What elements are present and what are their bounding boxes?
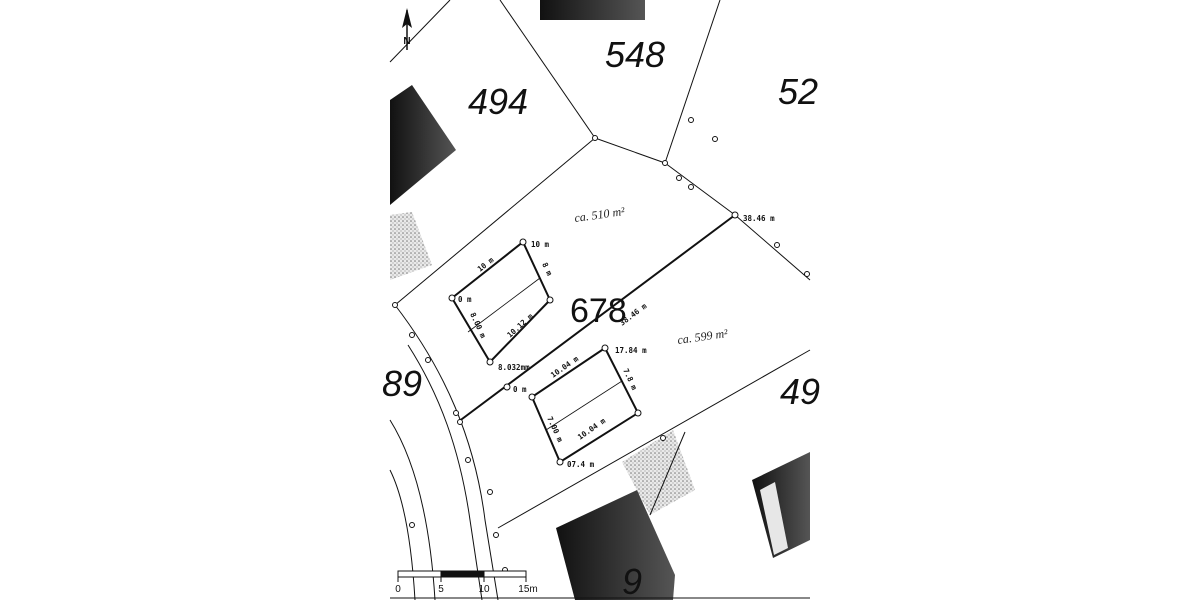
- area-lower: ca. 599 m²: [676, 326, 728, 347]
- dim-corner-top: 38.46 m: [743, 214, 775, 223]
- marker: [486, 358, 494, 366]
- parcel-number-89: 89: [382, 363, 422, 404]
- parcel-number-678: 678: [570, 292, 627, 330]
- parcel-number-494: 494: [468, 81, 528, 122]
- map-canvas: N 548 494 52 678 89 49 9 ca. 510 m² ca. …: [382, 0, 820, 600]
- dim-b1-right-side: 8 m: [540, 261, 554, 278]
- marker: [662, 160, 668, 166]
- marker: [592, 135, 598, 141]
- marker: [601, 344, 609, 352]
- cadastral-map[interactable]: N 548 494 52 678 89 49 9 ca. 510 m² ca. …: [382, 0, 820, 600]
- building-left-hatched: [390, 212, 432, 280]
- marker: [676, 175, 682, 181]
- marker: [453, 410, 459, 416]
- parcel-number-548: 548: [605, 34, 665, 75]
- marker: [503, 383, 511, 391]
- dim-b2-corner-top: 17.84 m: [615, 346, 647, 355]
- scale-label-10: 10: [478, 584, 490, 595]
- marker: [487, 489, 493, 495]
- scale-label-15: 15m: [518, 584, 537, 595]
- dim-b2-left: 0 m: [513, 385, 527, 394]
- marker: [425, 357, 431, 363]
- building-right: [752, 452, 810, 558]
- marker: [731, 211, 739, 219]
- dim-b1-bottom: 10.12 m: [505, 311, 535, 339]
- parcel-number-9: 9: [622, 561, 642, 600]
- buildings: [390, 0, 810, 600]
- building-envelope-2: [530, 346, 640, 464]
- marker: [774, 242, 780, 248]
- boundary-markers: [392, 117, 810, 573]
- marker: [634, 409, 642, 417]
- building-right-light: [760, 482, 788, 555]
- scale-label-5: 5: [438, 584, 444, 595]
- marker: [688, 117, 694, 123]
- north-label: N: [403, 36, 410, 47]
- dim-b1-left-side: 8.00 m: [468, 311, 488, 340]
- marker: [409, 332, 415, 338]
- marker: [712, 136, 718, 142]
- building-bottom: [556, 490, 675, 600]
- marker: [465, 457, 471, 463]
- marker: [392, 302, 398, 308]
- dim-b2-bottom: 10.04 m: [576, 416, 607, 442]
- marker: [409, 522, 415, 528]
- marker: [546, 296, 554, 304]
- marker: [660, 435, 666, 441]
- marker: [528, 393, 536, 401]
- marker: [457, 419, 463, 425]
- marker: [804, 271, 810, 277]
- parcel-number-52: 52: [778, 71, 818, 112]
- dim-b2-right-side: 7.8 m: [621, 367, 639, 392]
- scale-bar: 0 5 10 15m: [390, 570, 810, 599]
- area-upper: ca. 510 m²: [573, 204, 625, 225]
- north-arrow: N: [402, 8, 412, 50]
- dim-b2-corner-bottom: 07.4 m: [567, 460, 595, 469]
- marker: [448, 294, 456, 302]
- building-left: [390, 85, 456, 205]
- marker: [519, 238, 527, 246]
- parcel-number-49: 49: [780, 371, 820, 412]
- dim-b1-left: 0 m: [458, 295, 472, 304]
- dim-b1-right: 10 m: [531, 240, 550, 249]
- marker: [493, 532, 499, 538]
- dim-b1-corner-bottom: 8.032mm: [498, 363, 530, 372]
- marker: [688, 184, 694, 190]
- scale-label-0: 0: [395, 584, 401, 595]
- marker: [556, 458, 564, 466]
- building-top: [540, 0, 645, 20]
